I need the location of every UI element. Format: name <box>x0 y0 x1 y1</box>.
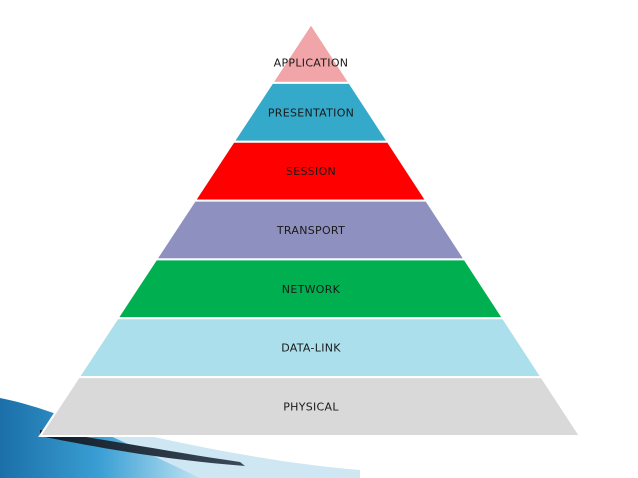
layer-label-application: APPLICATION <box>274 56 349 69</box>
swoosh-dark-band <box>40 430 245 466</box>
swoosh-blue-band <box>0 398 200 478</box>
layer-application <box>270 22 352 84</box>
layer-label-network: NETWORK <box>282 283 341 296</box>
layer-label-physical: PHYSICAL <box>283 401 339 414</box>
layer-physical <box>38 376 582 437</box>
layer-label-transport: TRANSPORT <box>276 224 345 237</box>
layer-label-session: SESSION <box>286 165 336 178</box>
layer-label-data-link: DATA-LINK <box>281 342 341 355</box>
layer-label-presentation: PRESENTATION <box>268 106 354 119</box>
